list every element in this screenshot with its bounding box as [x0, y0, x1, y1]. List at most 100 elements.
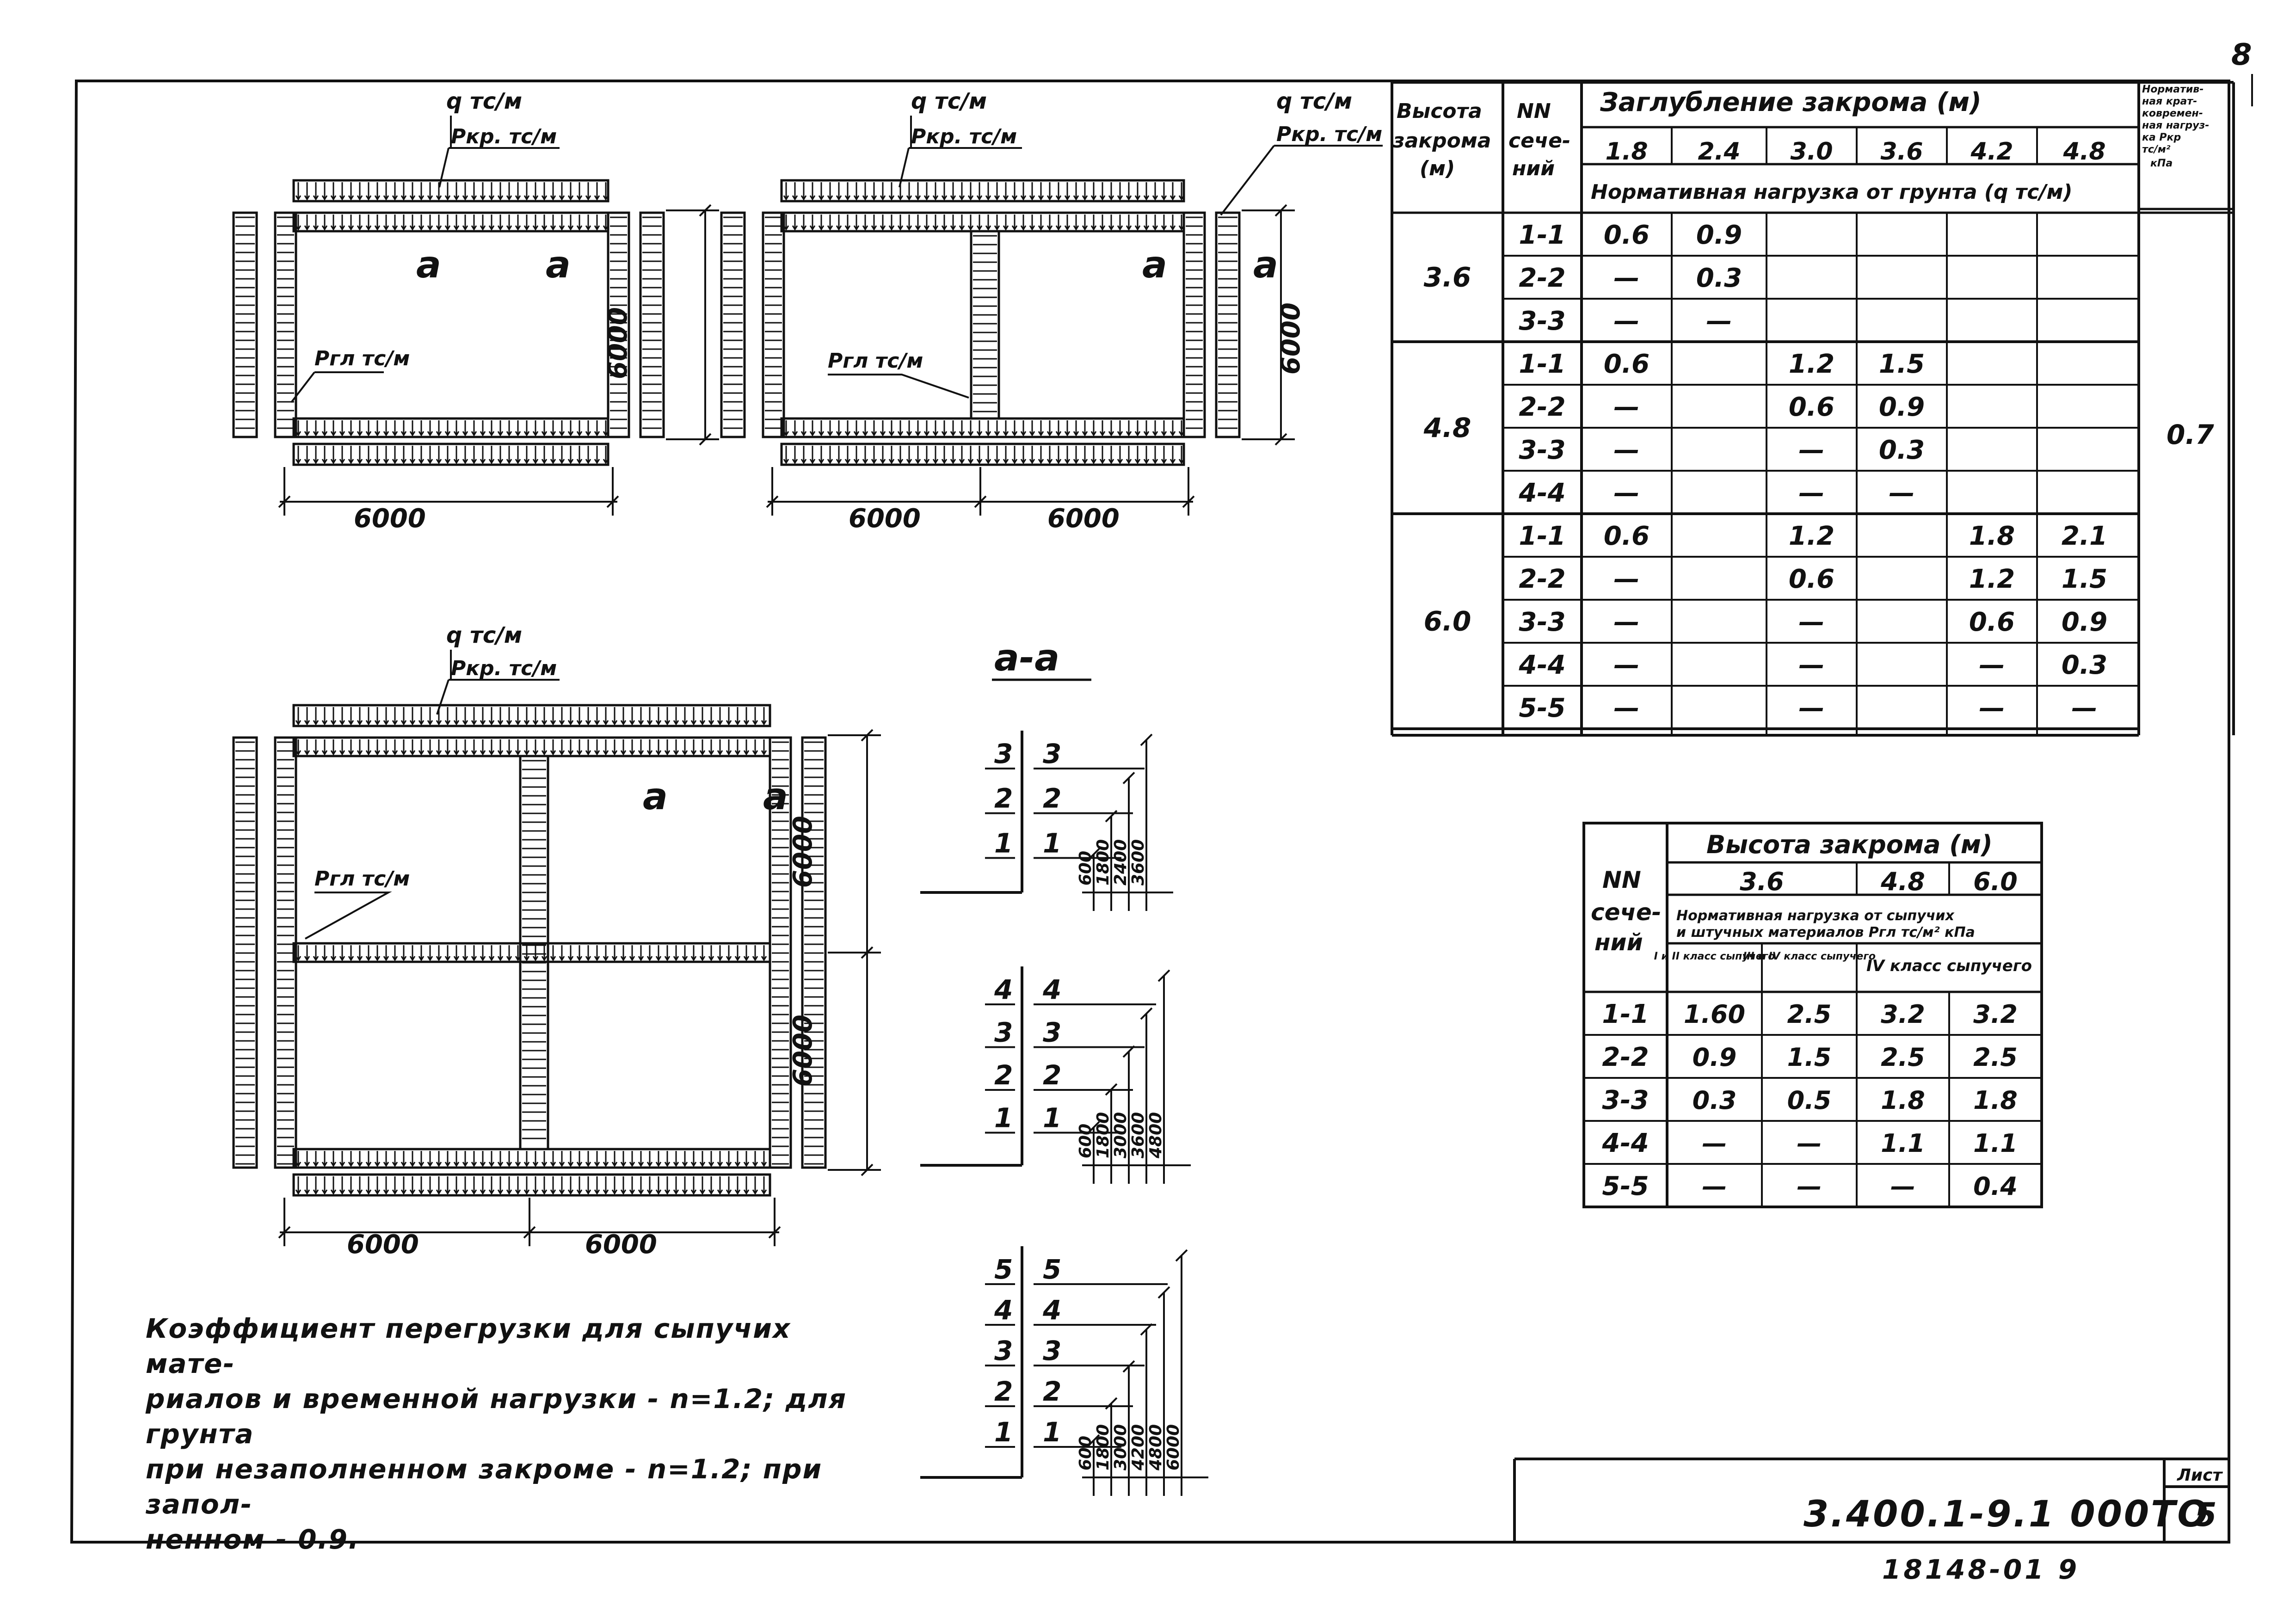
strip-arrows	[973, 235, 997, 412]
level-label-left: 1	[994, 1416, 1013, 1448]
t1-cell: 1.2	[1789, 521, 1834, 551]
t1-section-2-2: 2-2	[1519, 263, 1565, 293]
t1-cell: 0.9	[2062, 607, 2107, 637]
strip-outline	[292, 1148, 771, 1169]
dimension-tick	[1182, 495, 1195, 508]
t2-cell: —	[1702, 1129, 1727, 1158]
strip-outline	[780, 417, 1185, 438]
strip-outline	[292, 443, 609, 466]
left-load-strip	[232, 211, 258, 438]
level-label-right: 1	[1043, 827, 1061, 859]
right-load-strip	[801, 736, 827, 1169]
t2-cell: —	[1890, 1172, 1915, 1201]
scheme-1	[278, 204, 719, 516]
section-dim-label: 600	[1076, 1124, 1095, 1158]
t2-cell: 1.60	[1684, 1000, 1745, 1029]
depth-4.8: 4.8	[2062, 138, 2105, 166]
strip-arrows	[277, 741, 294, 1165]
dim-tick	[1087, 1434, 1100, 1447]
strip-arrows	[783, 420, 1185, 437]
strip-arrows	[783, 182, 1185, 201]
level-label-left: 2	[994, 1376, 1013, 1407]
t1-cell: 0.9	[1696, 220, 1742, 250]
dim-tick	[1105, 1397, 1118, 1410]
t1-cell: 1.8	[1969, 521, 2015, 551]
t1-header-depth: Заглубление закрома (м)	[1600, 87, 1982, 117]
strip-arrows	[783, 215, 1185, 231]
dim-tick	[1157, 969, 1170, 982]
t2-cell: —	[1797, 1172, 1822, 1201]
section-mark-a-outer: а	[546, 243, 571, 286]
strip-outline	[607, 211, 630, 438]
left-load-strip	[232, 736, 258, 1169]
t2-frame	[1582, 822, 2043, 1208]
level-label-left: 2	[994, 783, 1013, 814]
t2-class-2: III и IV класс сыпучего	[1743, 951, 1876, 962]
partition-wall	[519, 755, 549, 1150]
pkr-load-label: Pкр. тс/м	[451, 657, 557, 680]
t1-cell: —	[1614, 478, 1640, 508]
strip-outline	[292, 417, 609, 438]
strip-arrows	[804, 741, 824, 1165]
strip-outline	[274, 211, 297, 438]
inner-right-wall	[607, 211, 630, 438]
pgl-load-label: Pгл тс/м	[828, 349, 923, 373]
level-label-right: 2	[1043, 783, 1061, 814]
t1-cell: —	[2072, 693, 2098, 723]
strip-outline	[639, 211, 665, 438]
dim-tick	[1122, 1045, 1135, 1058]
dim-6000-vertical: 6000	[1276, 302, 1306, 375]
right-load-strip	[639, 211, 665, 438]
section-dim-label: 1800	[1094, 839, 1113, 886]
dimension-tick	[974, 495, 987, 508]
t1-section-3-3: 3-3	[1519, 306, 1565, 336]
page-number: 8	[2231, 38, 2252, 72]
pgl-load-label: Pгл тс/м	[314, 347, 410, 370]
t1-cell: 1.2	[1969, 564, 2015, 594]
level-label-right: 5	[1043, 1254, 1061, 1285]
section-dim-label: 600	[1076, 851, 1095, 886]
t1-cell: —	[1614, 693, 1640, 723]
dimension-tick	[1274, 433, 1287, 446]
t1-cell: 1.5	[1879, 349, 1925, 379]
sheet-number: 5	[2194, 1496, 2217, 1534]
t2-height-4.8: 4.8	[1880, 867, 1925, 896]
t2-section-2-2: 2-2	[1602, 1042, 1649, 1072]
dimension-tick	[699, 433, 712, 446]
t1-height-6.0: 6.0	[1424, 606, 1471, 637]
dim-6000-horizontal-right: 6000	[1047, 504, 1120, 534]
dim-tick	[1175, 1249, 1188, 1262]
strip-arrows	[295, 1151, 767, 1167]
t1-cell: —	[1799, 693, 1825, 723]
t2-height-3.6: 3.6	[1740, 867, 1784, 896]
dim-6000-vertical-top: 6000	[788, 816, 818, 888]
t1-cell: 0.3	[1879, 435, 1925, 465]
section-dim-label: 4200	[1129, 1424, 1148, 1471]
strip-arrows	[610, 216, 627, 429]
dimension-tick	[861, 729, 874, 742]
strip-outline	[292, 1173, 771, 1197]
level-label-right: 3	[1043, 1017, 1061, 1048]
t1-cell: —	[1614, 564, 1640, 594]
top-load-strip	[292, 704, 771, 727]
t1-section-1-1: 1-1	[1519, 521, 1565, 551]
strip-outline	[762, 211, 785, 438]
t2-cell: 2.5	[1881, 1043, 1925, 1072]
level-label-left: 2	[994, 1059, 1013, 1091]
t2-cell: 1.8	[1973, 1086, 2018, 1115]
t2-section-1-1: 1-1	[1602, 999, 1649, 1029]
dim-tick	[1105, 1083, 1118, 1096]
level-label-right: 3	[1043, 738, 1061, 769]
loading-schemes	[232, 179, 1295, 1246]
t2-cell: 0.4	[1973, 1172, 2018, 1201]
t2-cell: 0.9	[1693, 1043, 1737, 1072]
scheme-2	[766, 204, 1295, 516]
section-aa-title: а-а	[994, 636, 1059, 679]
t2-cell: 1.5	[1787, 1043, 1832, 1072]
